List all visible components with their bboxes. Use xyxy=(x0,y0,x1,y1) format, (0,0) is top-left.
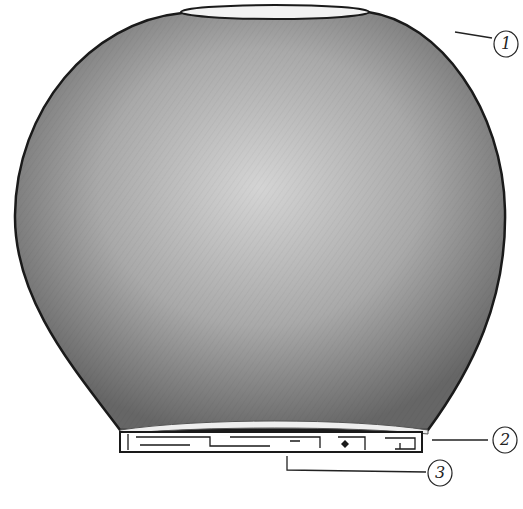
callout-circle xyxy=(493,427,517,453)
callout-circle xyxy=(494,31,518,57)
callout-number: 1 xyxy=(493,31,519,57)
fuel-cell xyxy=(341,440,349,448)
callout-circle xyxy=(428,460,452,486)
leader-line xyxy=(455,32,492,38)
wire-frame xyxy=(128,434,415,450)
leader-line xyxy=(287,456,426,472)
paper-texture xyxy=(15,12,505,430)
callout-number: 2 xyxy=(492,427,518,453)
leader-line xyxy=(432,439,488,440)
base-ring xyxy=(120,432,422,452)
top-opening xyxy=(181,5,369,19)
lantern-envelope xyxy=(15,12,505,430)
callout-number: 3 xyxy=(427,460,453,486)
